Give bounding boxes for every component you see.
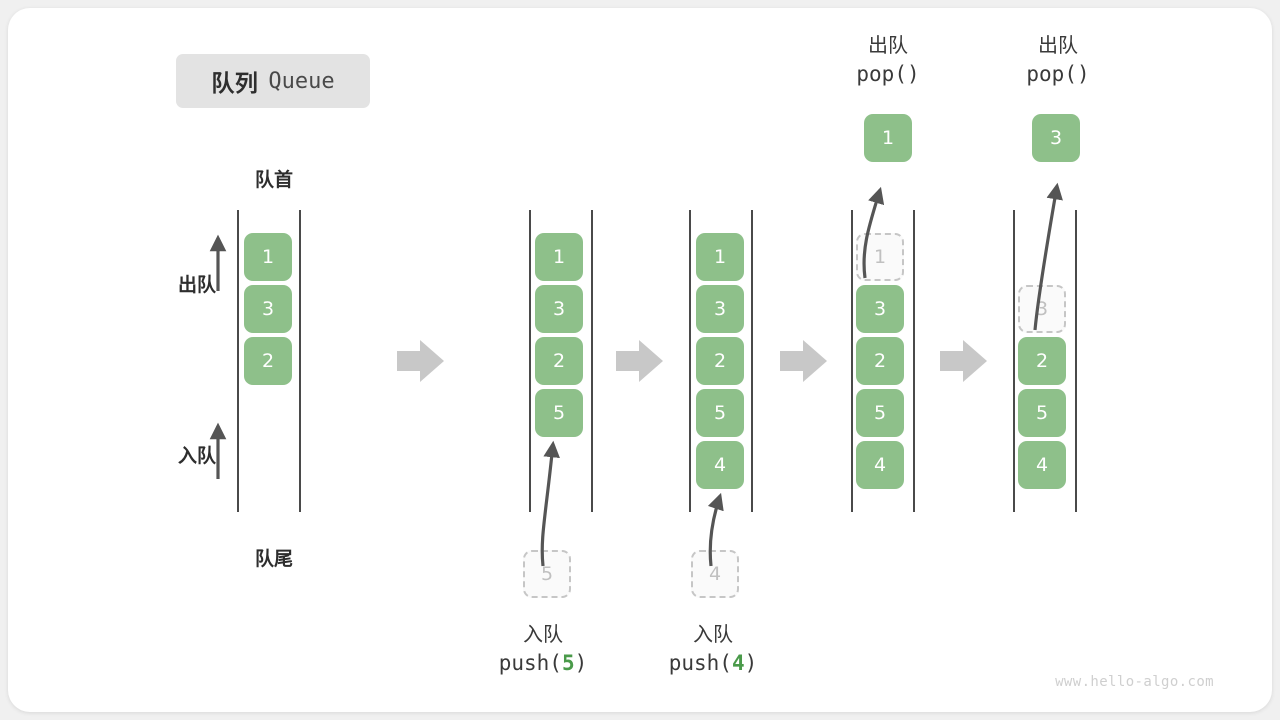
operation-label-push-4-code: push(4)	[633, 648, 793, 678]
title-chinese: 队列	[211, 71, 259, 97]
push4-arg: 4	[731, 651, 745, 675]
rail-left-panel-1	[237, 210, 239, 512]
rail-right-panel-5	[1075, 210, 1077, 512]
ghost-element-pop: 1	[856, 233, 904, 281]
operation-label-pop-2-cn: 出队	[1038, 33, 1078, 57]
popped-element[interactable]: 3	[1032, 114, 1080, 162]
queue-element[interactable]: 4	[856, 441, 904, 489]
operation-label-pop-1-cn: 出队	[868, 33, 908, 57]
rail-right-panel-1	[299, 210, 301, 512]
queue-element[interactable]: 2	[856, 337, 904, 385]
push4-fn-open: push(	[668, 651, 732, 675]
operation-label-pop-1: 出队 pop()	[808, 32, 968, 89]
push5-fn-open: push(	[498, 651, 562, 675]
label-queue-tail: 队尾	[254, 548, 293, 570]
queue-element[interactable]: 4	[696, 441, 744, 489]
push5-fn-close: )	[574, 651, 588, 675]
queue-element[interactable]: 5	[856, 389, 904, 437]
queue-element[interactable]: 3	[696, 285, 744, 333]
step-arrow-2	[616, 340, 663, 382]
queue-element[interactable]: 5	[1018, 389, 1066, 437]
rail-left-panel-4	[851, 210, 853, 512]
rail-right-panel-2	[591, 210, 593, 512]
operation-label-push-4-cn: 入队	[693, 622, 733, 646]
operation-label-push-5-cn: 入队	[523, 622, 563, 646]
queue-element[interactable]: 1	[244, 233, 292, 281]
ghost-element-push: 5	[523, 550, 571, 598]
rail-left-panel-2	[529, 210, 531, 512]
push4-fn-close: )	[744, 651, 758, 675]
step-arrow-4	[940, 340, 987, 382]
queue-element[interactable]: 1	[535, 233, 583, 281]
push5-arg: 5	[561, 651, 575, 675]
operation-label-pop-1-code: pop()	[856, 62, 920, 86]
queue-element[interactable]: 3	[856, 285, 904, 333]
ghost-element-push: 4	[691, 550, 739, 598]
title-english: Queue	[268, 68, 335, 94]
rail-left-panel-5	[1013, 210, 1015, 512]
popped-element[interactable]: 1	[864, 114, 912, 162]
diagram-card: 队列 Queue 队首 队尾 出队 入队 1 3 2 1 3 2 5 5	[8, 8, 1272, 712]
queue-element[interactable]: 1	[696, 233, 744, 281]
step-arrow-1	[397, 340, 444, 382]
label-enqueue-direction: 入队	[177, 445, 216, 467]
queue-element[interactable]: 5	[535, 389, 583, 437]
rail-right-panel-3	[751, 210, 753, 512]
queue-element[interactable]: 4	[1018, 441, 1066, 489]
queue-element[interactable]: 2	[1018, 337, 1066, 385]
operation-label-push-5-code: push(5)	[463, 648, 623, 678]
operation-label-push-4: 入队 push(4)	[633, 621, 793, 678]
operation-label-pop-2: 出队 pop()	[978, 32, 1138, 89]
label-dequeue-direction: 出队	[177, 274, 216, 296]
push-arrow-5	[540, 440, 560, 567]
rail-right-panel-4	[913, 210, 915, 512]
queue-element[interactable]: 3	[244, 285, 292, 333]
rail-left-panel-3	[689, 210, 691, 512]
label-queue-head: 队首	[254, 169, 293, 191]
operation-label-push-5: 入队 push(5)	[463, 621, 623, 678]
queue-element[interactable]: 5	[696, 389, 744, 437]
watermark: www.hello-algo.com	[1055, 674, 1214, 690]
queue-element[interactable]: 2	[696, 337, 744, 385]
arrow-overlay	[209, 182, 1063, 567]
title-badge: 队列 Queue	[176, 54, 370, 108]
queue-element[interactable]: 2	[244, 337, 292, 385]
queue-element[interactable]: 2	[535, 337, 583, 385]
step-arrow-3	[780, 340, 827, 382]
operation-label-pop-2-code: pop()	[1026, 62, 1090, 86]
ghost-element-pop: 3	[1018, 285, 1066, 333]
queue-element[interactable]: 3	[535, 285, 583, 333]
